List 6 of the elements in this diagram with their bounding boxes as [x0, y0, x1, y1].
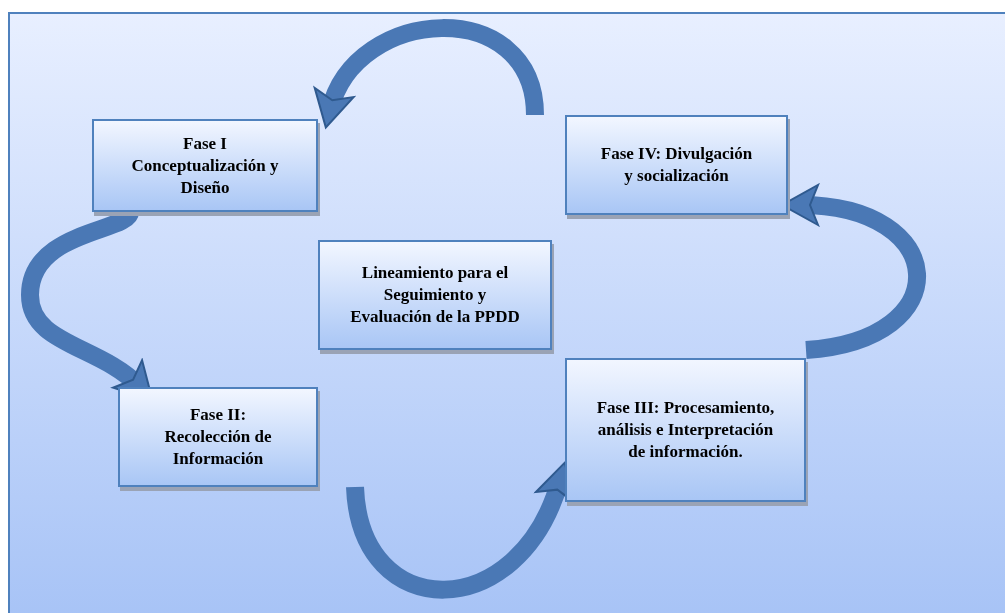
box-label: Fase I Conceptualización y Diseño [130, 132, 280, 199]
box-label: Fase III: Procesamiento, análisis e Interpretación de información. [595, 397, 776, 463]
box-label: Lineamiento para el Seguimiento y Evaluación de la PPDD [349, 262, 521, 328]
box-label: Fase II: Recolección de Información [163, 404, 273, 470]
box-label: Fase IV: Divulgación y socialización [599, 143, 754, 187]
curved-arrow [316, 19, 544, 128]
